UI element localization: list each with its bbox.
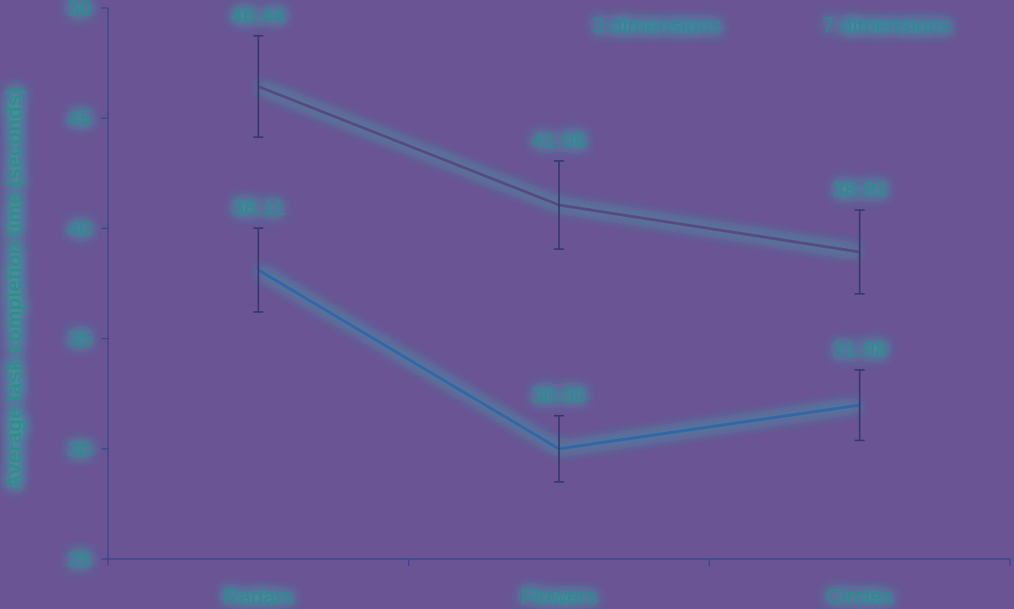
data-label: 38.93 (832, 177, 887, 202)
x-tick-label: Flowers (520, 584, 597, 609)
data-label: 38.11 (232, 195, 285, 220)
x-tick-label: Radars (223, 584, 294, 609)
series-group (253, 34, 865, 483)
data-label: 30.00 (531, 383, 586, 408)
legend-label-2: 7 dimensions (822, 13, 952, 38)
data-label: 31.98 (832, 337, 887, 362)
data-label: 46.44 (231, 3, 286, 28)
legend-label-1: 3 dimensions (592, 13, 722, 38)
y-tick-label: 45 (68, 106, 92, 131)
y-tick-label: 50 (68, 0, 92, 21)
x-tick-label: Circles (826, 584, 893, 609)
y-axis-title: Average task completion time (seconds) (3, 88, 26, 490)
y-tick-label: 30 (68, 437, 92, 462)
data-label: 41.06 (531, 128, 586, 153)
legend: 3 dimensions 7 dimensions (561, 13, 952, 38)
y-tick-label: 35 (68, 327, 92, 352)
data-labels-group: 38.11 30.00 31.98 46.44 41.06 38.93 (231, 3, 887, 408)
y-tick-label: 40 (68, 216, 92, 241)
y-tick-label: 25 (68, 547, 92, 572)
